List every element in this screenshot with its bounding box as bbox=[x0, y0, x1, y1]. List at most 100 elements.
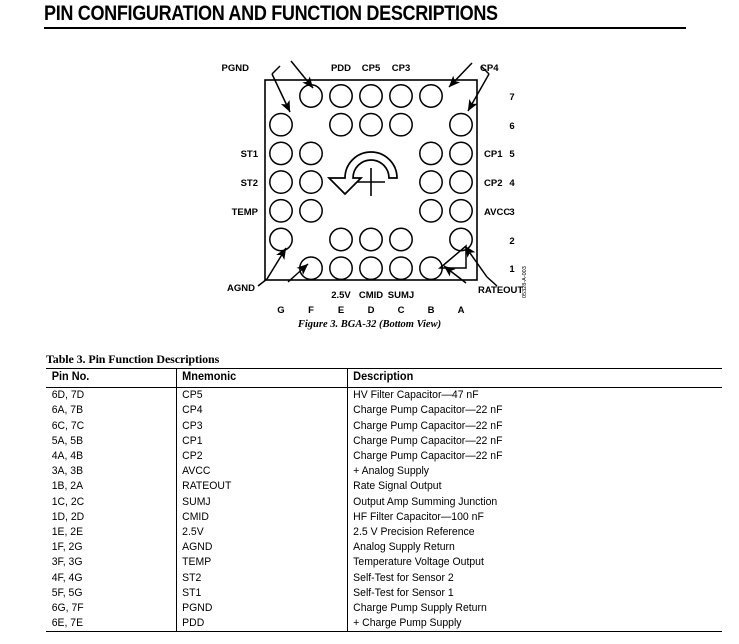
cell-pin-no: 4F, 4G bbox=[46, 570, 171, 586]
cell-pin-no: 1F, 2G bbox=[46, 540, 171, 556]
cell-description: Charge Pump Capacitor—22 nF bbox=[353, 450, 503, 463]
cell-pin-no: 1E, 2E bbox=[46, 525, 171, 541]
cell-mnemonic: ST1 bbox=[176, 585, 340, 602]
right-label-cp1: CP1 bbox=[484, 149, 503, 160]
bga-ball-3f bbox=[299, 198, 323, 223]
bga-ball-1d bbox=[359, 256, 383, 281]
row-number-4: 4 bbox=[509, 178, 515, 189]
cell-mnemonic: CP5 bbox=[176, 387, 340, 404]
right-label-avcc: AVCC bbox=[484, 207, 510, 218]
cell-mnemonic: SUMJ bbox=[176, 494, 340, 510]
bga-ball-3a bbox=[449, 198, 473, 223]
bga-ball-4f bbox=[299, 170, 323, 195]
cell-mnemonic: CP3 bbox=[176, 418, 340, 434]
cell-pin-no: 1B, 2A bbox=[46, 479, 171, 495]
bga-ball-2a bbox=[449, 227, 473, 252]
bga-ball-5f bbox=[299, 141, 323, 166]
row-number-1: 1 bbox=[509, 264, 515, 275]
cell-pin-no: 1D, 2D bbox=[46, 509, 171, 526]
cell-mnemonic: AGND bbox=[176, 540, 340, 556]
bga-ball-3g bbox=[269, 198, 293, 223]
table-row: 1E, 2E 2.5V 2.5 V Precision Reference bbox=[46, 525, 722, 541]
bga-ball-3b bbox=[419, 198, 443, 223]
bga-ball-5a bbox=[449, 141, 473, 166]
cell-description: 2.5 V Precision Reference bbox=[353, 526, 475, 539]
table-row: 1F, 2G AGND Analog Supply Return bbox=[46, 540, 722, 556]
callout-label-pgnd: PGND bbox=[222, 63, 250, 74]
cell-pin-no: 5F, 5G bbox=[46, 585, 171, 602]
bga-ball-2c bbox=[389, 227, 413, 252]
cell-pin-no: 6D, 7D bbox=[46, 387, 171, 404]
column-header-pin-no: Pin No. bbox=[46, 368, 171, 388]
left-label-temp: TEMP bbox=[232, 207, 259, 218]
cell-description: Rate Signal Output bbox=[353, 480, 442, 493]
callout-label-rateout: RATEOUT bbox=[478, 285, 523, 296]
center-crosshair-icon bbox=[357, 168, 385, 196]
cell-description: HF Filter Capacitor—100 nF bbox=[353, 510, 485, 523]
cell-description: Charge Pump Capacitor—22 nF bbox=[353, 419, 503, 432]
cell-description: + Analog Supply bbox=[353, 465, 430, 478]
cell-pin-no: 1C, 2C bbox=[46, 494, 171, 510]
cell-description: Analog Supply Return bbox=[353, 541, 456, 554]
column-letter-b: B bbox=[428, 305, 435, 315]
left-label-st1: ST1 bbox=[241, 149, 259, 160]
cell-mnemonic: CP4 bbox=[176, 403, 340, 419]
column-letter-c: C bbox=[398, 305, 405, 315]
column-header-description: Description bbox=[353, 371, 414, 383]
cell-mnemonic: RATEOUT bbox=[176, 479, 340, 495]
column-letter-a: A bbox=[458, 305, 465, 315]
table-row: 1B, 2A RATEOUT Rate Signal Output bbox=[46, 479, 722, 495]
bga-ball-7e bbox=[329, 84, 353, 108]
cell-pin-no: 6E, 7E bbox=[46, 616, 171, 632]
callout-label-agnd: AGND bbox=[227, 283, 255, 294]
row-number-7: 7 bbox=[509, 92, 514, 103]
cell-description: + Charge Pump Supply bbox=[353, 617, 462, 630]
row-number-3: 3 bbox=[509, 207, 514, 218]
bga-ball-6d bbox=[359, 112, 383, 137]
bga-ball-4b bbox=[419, 170, 443, 195]
bottom-label-2p5v: 2.5V bbox=[331, 290, 351, 301]
table-row: 6D, 7D CP5 HV Filter Capacitor—47 nF bbox=[46, 387, 722, 404]
cell-pin-no: 3A, 3B bbox=[46, 464, 171, 480]
cell-pin-no: 5A, 5B bbox=[46, 433, 171, 450]
top-label-pdd: PDD bbox=[331, 63, 351, 74]
column-letter-d: D bbox=[368, 305, 375, 315]
cell-description: Charge Pump Supply Return bbox=[353, 602, 488, 615]
bga-ball-1e bbox=[329, 256, 353, 281]
page-title: PIN CONFIGURATION AND FUNCTION DESCRIPTI… bbox=[44, 2, 498, 25]
cell-description: HV Filter Capacitor—47 nF bbox=[353, 389, 479, 402]
bga-ball-7d bbox=[359, 84, 383, 108]
pin-configuration-figure: PGND CP4 AGND RATEOUT PDD CP5 CP3 2.5V C… bbox=[0, 30, 739, 330]
bga-ball-6c bbox=[389, 112, 413, 137]
cell-pin-no: 6A, 7B bbox=[46, 403, 171, 419]
callout-leader-lines bbox=[266, 60, 490, 284]
table-body: 6D, 7D CP5 HV Filter Capacitor—47 nF 6A, 7B… bbox=[46, 387, 722, 632]
cell-description: Self-Test for Sensor 2 bbox=[353, 571, 454, 584]
top-label-cp3: CP3 bbox=[392, 63, 410, 74]
cell-mnemonic: TEMP bbox=[176, 555, 340, 571]
bga-32-package-diagram: PGND CP4 AGND RATEOUT PDD CP5 CP3 2.5V C… bbox=[222, 60, 528, 315]
column-letter-g: G bbox=[277, 305, 284, 315]
column-letter-f: F bbox=[308, 305, 314, 315]
bga-ball-7b bbox=[419, 84, 443, 108]
pin-1-triangle-marker bbox=[437, 244, 467, 269]
cell-mnemonic: PDD bbox=[176, 616, 340, 632]
bga-ball-4g bbox=[269, 170, 293, 195]
bga-ball-2e bbox=[329, 227, 353, 252]
cell-mnemonic: 2.5V bbox=[176, 525, 340, 541]
cell-mnemonic: CP1 bbox=[176, 433, 340, 450]
bga-ball-7f bbox=[299, 84, 323, 108]
bga-ball-2g bbox=[269, 227, 293, 252]
right-label-cp2: CP2 bbox=[484, 178, 502, 189]
cell-mnemonic: CMID bbox=[176, 509, 340, 526]
table-header: Pin No. Mnemonic Description bbox=[46, 368, 722, 388]
row-number-5: 5 bbox=[509, 149, 515, 160]
